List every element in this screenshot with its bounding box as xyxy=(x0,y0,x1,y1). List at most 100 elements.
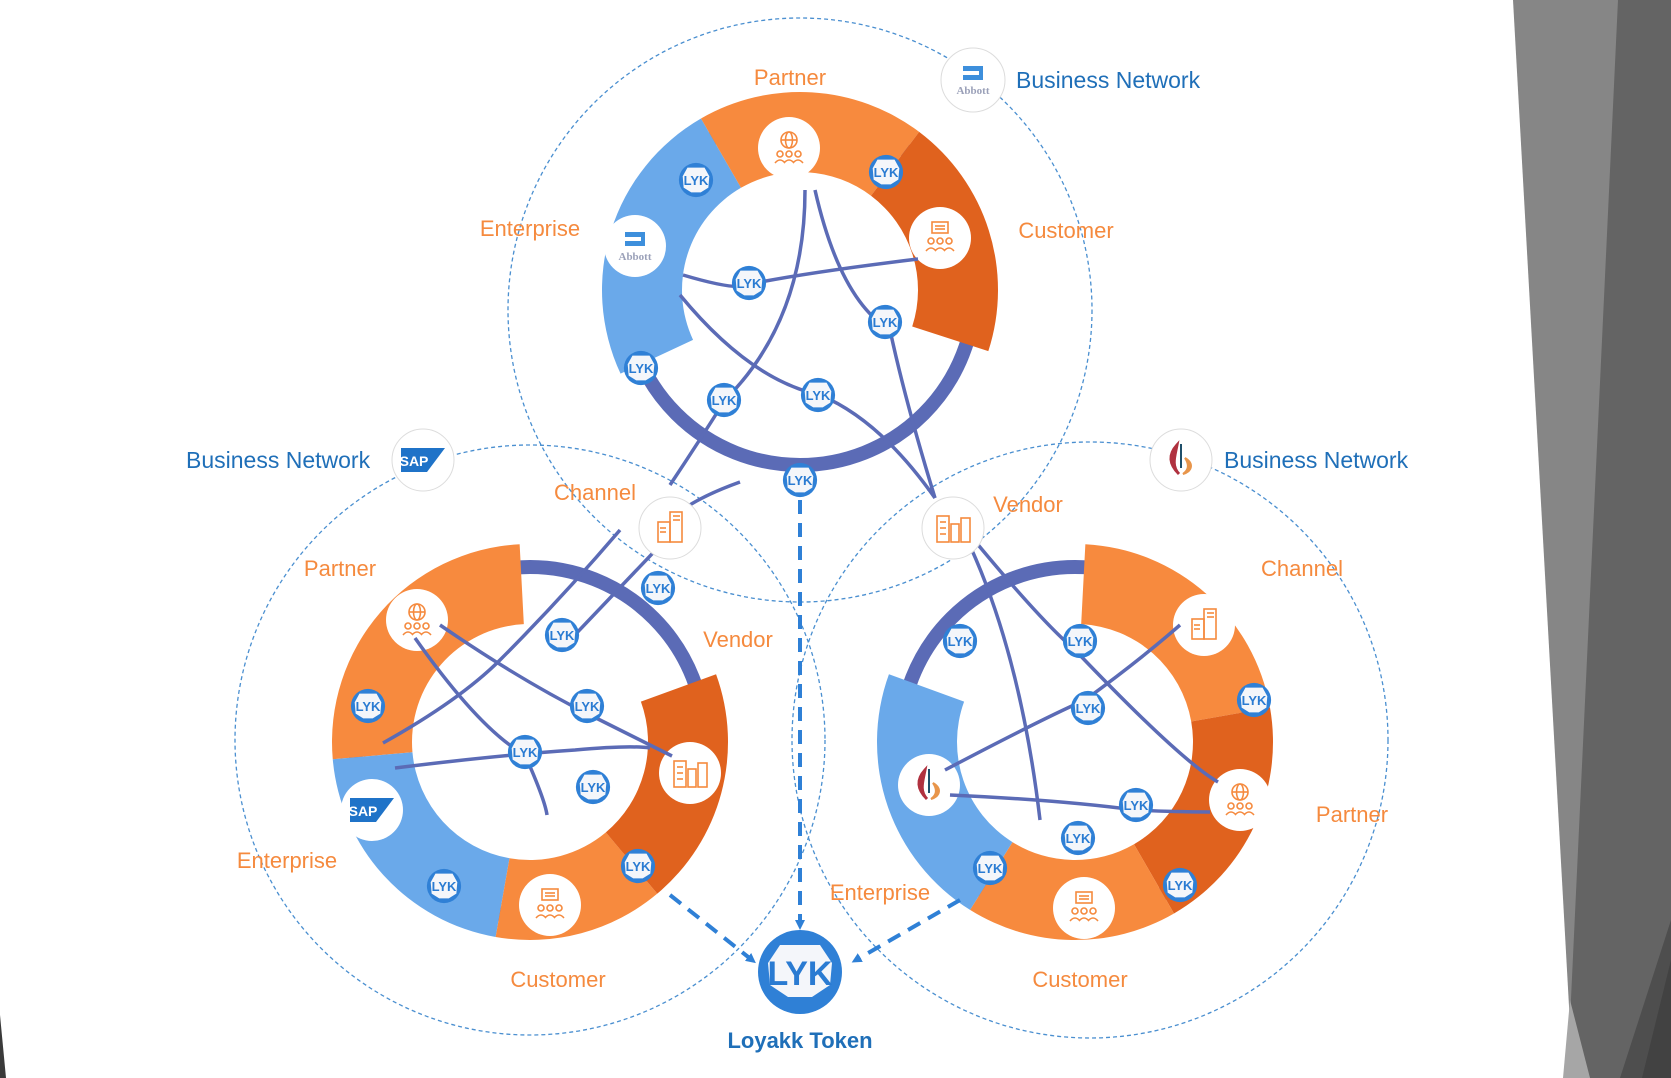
flame-logo-icon xyxy=(917,765,940,801)
building-icon xyxy=(657,511,683,543)
role-label-enterprise: Enterprise xyxy=(480,216,580,241)
lyk-node[interactable]: LYK xyxy=(1062,623,1098,659)
partner-node[interactable] xyxy=(1209,769,1271,831)
lyk-node-label: LYK xyxy=(575,699,600,714)
partner-node[interactable] xyxy=(758,117,820,179)
lyk-node[interactable]: LYK xyxy=(569,688,605,724)
lyk-node-label: LYK xyxy=(1168,878,1193,893)
lyk-node[interactable]: LYK xyxy=(731,265,767,301)
channel-node[interactable] xyxy=(1173,594,1235,656)
lyk-node-label: LYK xyxy=(550,628,575,643)
abbott-logo-text: Abbott xyxy=(956,85,989,97)
lyk-node-label: LYK xyxy=(629,361,654,376)
cluster-sap: SAP xyxy=(332,528,729,940)
network-title: Business Network xyxy=(186,447,371,473)
channel-node[interactable] xyxy=(638,496,702,560)
lyk-node[interactable]: LYK xyxy=(350,688,386,724)
lyk-node[interactable]: LYK xyxy=(620,848,656,884)
customer-chat-icon xyxy=(535,888,565,919)
lyk-node-label: LYK xyxy=(1066,831,1091,846)
enterprise-node[interactable] xyxy=(898,754,960,816)
lyk-node[interactable]: LYK xyxy=(1236,682,1272,718)
network-title: Business Network xyxy=(1224,447,1409,473)
customer-chat-icon xyxy=(1069,891,1099,922)
lyk-node-label: LYK xyxy=(978,861,1003,876)
abbott-logo-icon xyxy=(963,66,983,80)
lyk-node-label: LYK xyxy=(874,165,899,180)
lyk-node[interactable]: LYK xyxy=(1118,787,1154,823)
lyk-node-label: LYK xyxy=(873,315,898,330)
enterprise-node[interactable]: SAP xyxy=(341,779,403,841)
sap-logo-text: SAP xyxy=(400,453,429,469)
lyk-node[interactable]: LYK xyxy=(507,734,543,770)
vendor-node[interactable] xyxy=(921,496,985,560)
lyk-node-label: LYK xyxy=(737,276,762,291)
lyk-node-label: LYK xyxy=(1076,701,1101,716)
customer-chat-icon xyxy=(925,221,955,252)
customer-node[interactable] xyxy=(519,874,581,936)
lyk-node-label: LYK xyxy=(356,699,381,714)
lyk-node-label: LYK xyxy=(581,780,606,795)
network-header-abbott: Abbott Business Network xyxy=(940,47,1201,113)
lyk-node-label: LYK xyxy=(513,745,538,760)
token-label: Loyakk Token xyxy=(727,1028,872,1053)
flow-from-third xyxy=(851,898,961,963)
lyk-node-label: LYK xyxy=(712,393,737,408)
role-label-enterprise: Enterprise xyxy=(830,880,930,905)
vendor-node[interactable] xyxy=(659,742,721,804)
slide-decoration-left xyxy=(0,1015,6,1078)
network-header-third: Business Network xyxy=(1149,428,1409,492)
lyk-node[interactable]: LYK xyxy=(868,154,904,190)
partner-node[interactable] xyxy=(386,589,448,651)
lyk-node[interactable]: LYK xyxy=(972,850,1008,886)
cluster-third xyxy=(876,533,1273,940)
globe-people-icon xyxy=(774,131,804,164)
svg-text:SAP: SAP xyxy=(349,803,378,819)
office-buildings-icon xyxy=(936,515,971,543)
globe-people-icon xyxy=(1225,783,1255,816)
lyk-node[interactable]: LYK xyxy=(867,304,903,340)
customer-node[interactable] xyxy=(909,207,971,269)
role-label-customer: Customer xyxy=(1032,967,1127,992)
lyk-node[interactable]: LYK xyxy=(426,868,462,904)
lyk-nodes: LYK LYK LYK LYK LYK LYK LYK LYK LYK LYK LYK LYK LYK L… xyxy=(350,154,1272,904)
lyk-node-label: LYK xyxy=(788,473,813,488)
lyk-node-label: LYK xyxy=(806,388,831,403)
building-icon xyxy=(1191,608,1217,640)
role-label-partner: Partner xyxy=(1316,802,1388,827)
lyk-node[interactable]: LYK xyxy=(544,617,580,653)
svg-text:Abbott: Abbott xyxy=(618,251,651,263)
lyk-node[interactable]: LYK xyxy=(640,570,676,606)
slide-decoration-right xyxy=(1513,0,1671,1078)
lyk-node[interactable]: LYK xyxy=(623,350,659,386)
globe-people-icon xyxy=(402,603,432,636)
role-labels: Partner Enterprise Customer Channel Part… xyxy=(237,65,1388,992)
lyk-node[interactable]: LYK xyxy=(1162,867,1198,903)
lyk-node[interactable]: LYK xyxy=(782,462,818,498)
flow-from-sap xyxy=(668,893,756,964)
enterprise-node[interactable]: Abbott xyxy=(604,215,666,277)
lyk-node[interactable]: LYK xyxy=(800,377,836,413)
token-badge-text: LYK xyxy=(768,955,833,993)
token-flows xyxy=(668,500,961,964)
segment-enterprise xyxy=(332,752,510,937)
role-label-vendor: Vendor xyxy=(703,627,773,652)
lyk-node-label: LYK xyxy=(1068,634,1093,649)
lyk-node-label: LYK xyxy=(626,859,651,874)
lyk-node-label: LYK xyxy=(1124,798,1149,813)
flame-logo-icon xyxy=(1169,440,1192,476)
loyakk-token[interactable]: LYK xyxy=(758,930,842,1014)
lyk-node-label: LYK xyxy=(684,173,709,188)
role-label-enterprise: Enterprise xyxy=(237,848,337,873)
lyk-node[interactable]: LYK xyxy=(678,162,714,198)
lyk-node[interactable]: LYK xyxy=(1070,690,1106,726)
abbott-logo-icon: Abbott xyxy=(618,232,652,263)
lyk-node[interactable]: LYK xyxy=(942,623,978,659)
lyk-node-label: LYK xyxy=(948,634,973,649)
lyk-node[interactable]: LYK xyxy=(1060,820,1096,856)
customer-node[interactable] xyxy=(1053,877,1115,939)
lyk-node[interactable]: LYK xyxy=(706,382,742,418)
network-title: Business Network xyxy=(1016,67,1201,93)
lyk-node[interactable]: LYK xyxy=(575,769,611,805)
